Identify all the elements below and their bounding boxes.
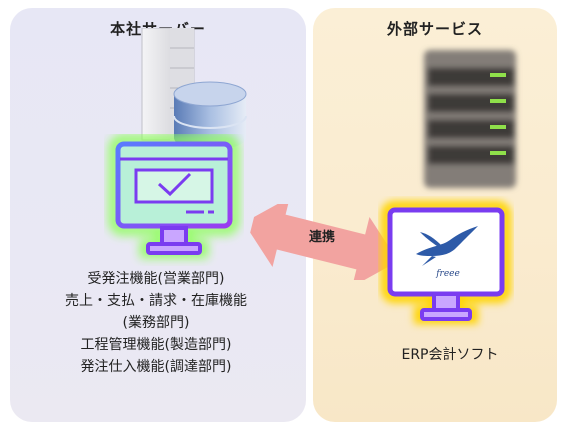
function-item: (業務部門) bbox=[122, 315, 190, 331]
function-item: 受発注機能(営業部門) bbox=[87, 271, 225, 287]
function-item: 工程管理機能(製造部門) bbox=[80, 337, 232, 353]
link-label: 連携 bbox=[308, 230, 335, 245]
external-service-title: 外部サービス bbox=[386, 20, 483, 38]
monitor-check-icon bbox=[109, 135, 239, 258]
function-item: 発注仕入機能(調達部門) bbox=[80, 359, 232, 375]
swallow-logo-icon bbox=[416, 226, 478, 266]
function-item: 売上・支払・請求・在庫機能 bbox=[65, 293, 247, 309]
cloud-server-icon bbox=[424, 50, 516, 188]
erp-label: ERP会計ソフト bbox=[401, 347, 499, 363]
function-list: 受発注機能(営業部門) 売上・支払・請求・在庫機能 (業務部門) 工程管理機能(… bbox=[36, 268, 276, 378]
double-arrow-icon bbox=[250, 204, 392, 280]
logo-wordmark: freee bbox=[436, 269, 460, 279]
